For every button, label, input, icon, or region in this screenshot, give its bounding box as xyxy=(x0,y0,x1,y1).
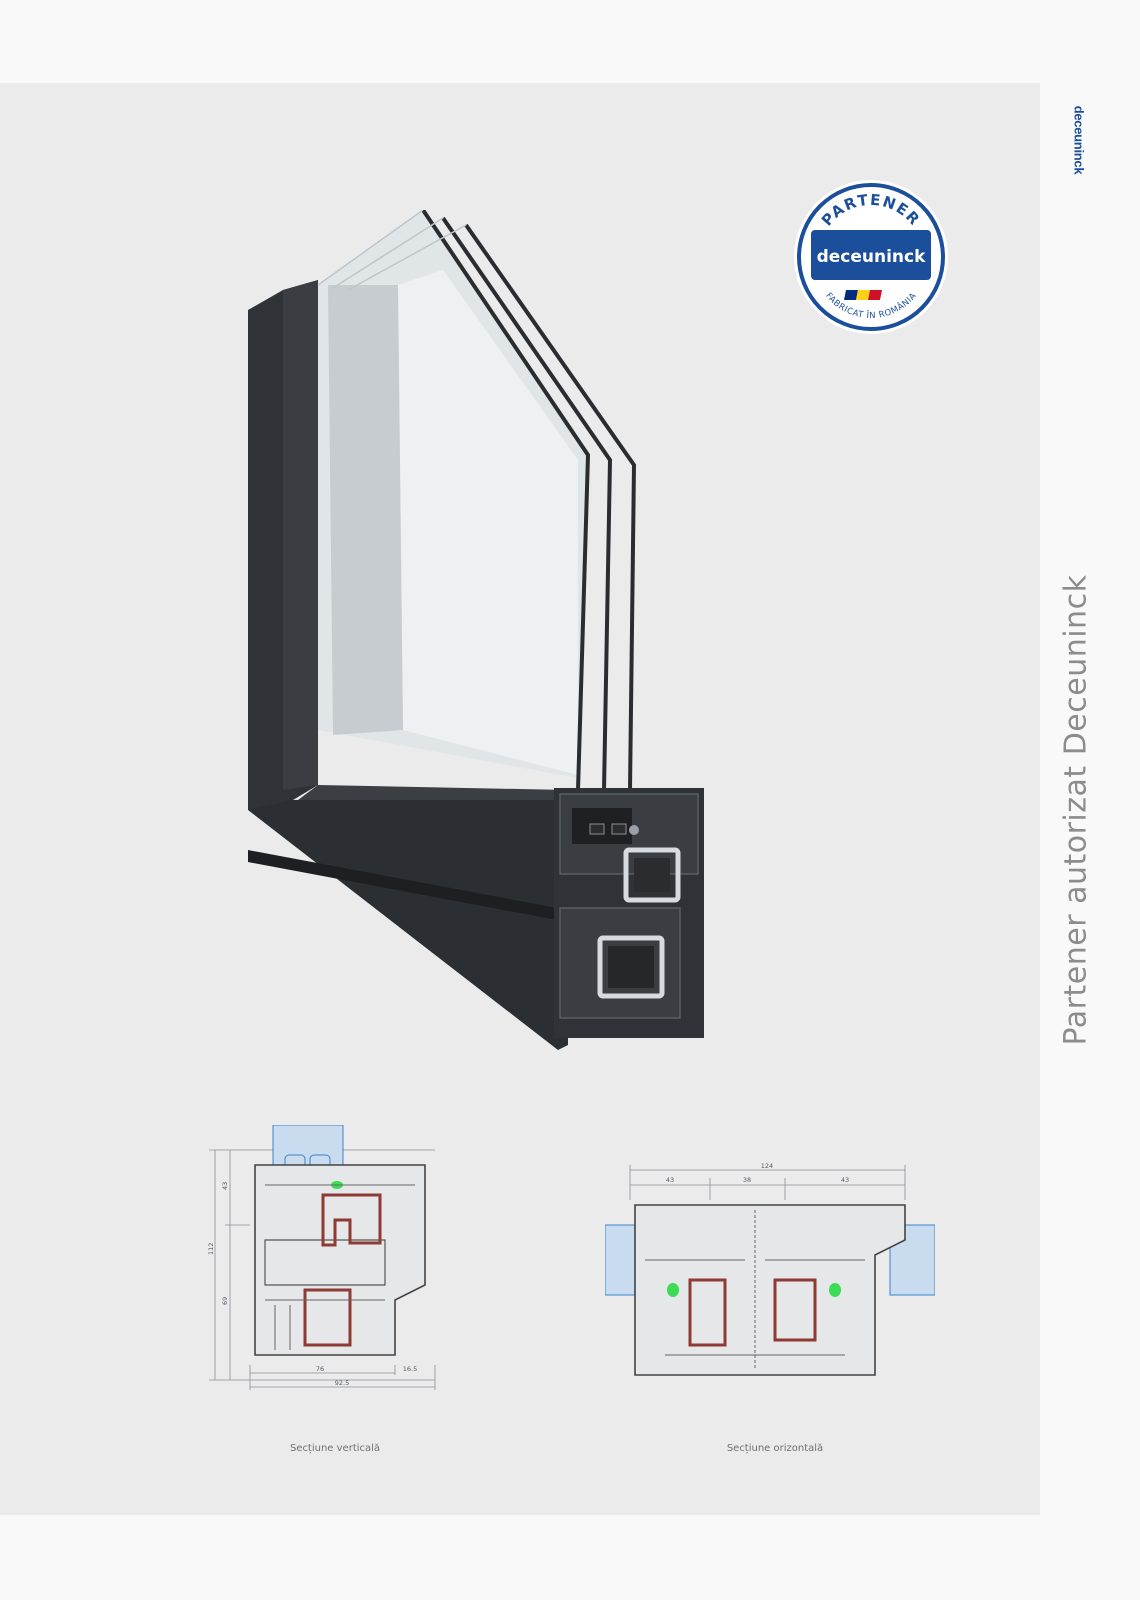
dim-124: 124 xyxy=(761,1162,773,1170)
horizontal-section-drawing: 124 43 38 43 xyxy=(605,1162,935,1376)
caption-horizontal-section: Secțiune orizontală xyxy=(726,1443,824,1454)
badge-logo-box xyxy=(811,230,931,280)
partner-badge: PARTENER deceuninck FABRICAT ÎN ROMÂNIA xyxy=(794,180,948,334)
dim-43-left: 43 xyxy=(666,1176,674,1184)
dim-38: 38 xyxy=(743,1176,751,1184)
dim-92-5: 92.5 xyxy=(335,1379,349,1387)
vertical-section-drawing: 43 112 69 76 16.5 92.5 xyxy=(207,1125,436,1390)
brand-wordmark: deceuninck xyxy=(1066,100,1092,180)
brand-wordmark-text: deceuninck xyxy=(1071,105,1087,175)
dim-76: 76 xyxy=(316,1365,324,1373)
dim-upper: 43 xyxy=(221,1182,229,1190)
dim-total-height: 112 xyxy=(207,1243,215,1255)
side-title: Partener autorizat Deceuninck xyxy=(1046,560,1106,1060)
dim-43-right: 43 xyxy=(841,1176,849,1184)
dim-lower: 69 xyxy=(221,1297,229,1305)
dim-16-5: 16.5 xyxy=(403,1365,417,1373)
caption-vertical-section: Secțiune verticală xyxy=(289,1443,381,1454)
window-profile-cross-section-icon xyxy=(248,210,704,1050)
badge-logo-text: deceuninck xyxy=(817,247,927,267)
side-title-text: Partener autorizat Deceuninck xyxy=(1058,574,1094,1046)
romania-flag-icon xyxy=(844,290,882,300)
